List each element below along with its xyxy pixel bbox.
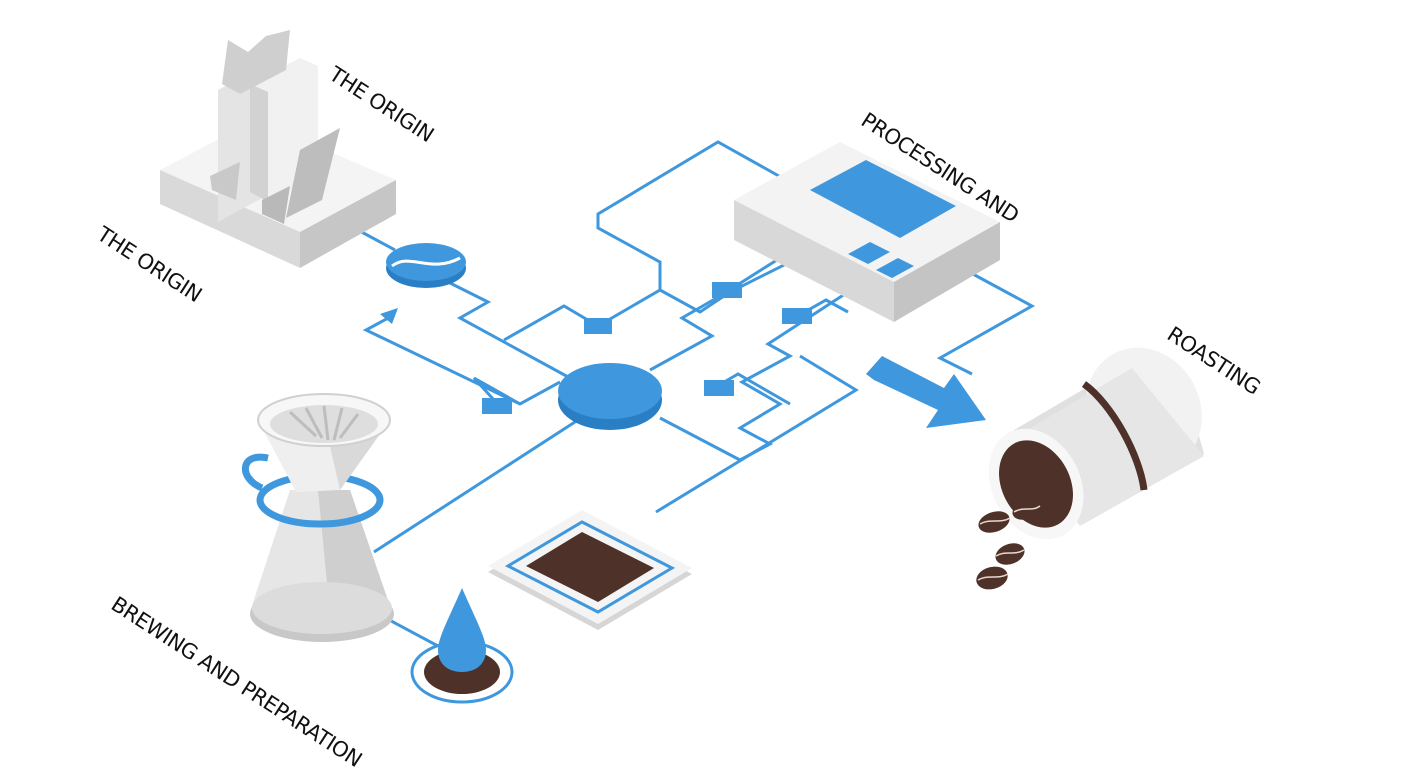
- water-drop-icon: [410, 588, 514, 704]
- device-screen: [810, 160, 956, 238]
- coffee-grounds-tile-icon: [488, 510, 692, 630]
- line-mid-processing: [659, 250, 811, 314]
- line-hub-chip: [655, 354, 859, 514]
- arrow-up-head: [380, 308, 398, 324]
- line-hub-upper: [503, 140, 787, 342]
- junction-node: [704, 380, 734, 396]
- line-hub-processing: [649, 256, 781, 372]
- line-processing-roasting: [936, 264, 1036, 376]
- flow-arrow-icon: [866, 356, 986, 428]
- junction-node: [584, 318, 612, 334]
- line-hub-right: [659, 290, 849, 462]
- roasted-beans: [976, 500, 1040, 590]
- junction-node: [482, 398, 512, 414]
- line-left-square: [472, 376, 521, 406]
- junction-nodes: [482, 282, 812, 414]
- coffee-bean-icon: [386, 243, 466, 288]
- central-hub: [558, 363, 662, 430]
- origin-building-icon: [160, 30, 396, 268]
- roasting-drum-icon: [976, 347, 1204, 590]
- line-loop-left: [362, 314, 561, 406]
- line-hub-brewer: [373, 418, 579, 554]
- device-button: [876, 258, 914, 278]
- device-button: [848, 242, 890, 264]
- junction-node: [712, 282, 742, 298]
- processing-device-icon: [734, 142, 1000, 322]
- line-bean-hub: [447, 280, 571, 380]
- pour-over-brewer-icon: [241, 393, 394, 642]
- junction-node: [782, 308, 812, 324]
